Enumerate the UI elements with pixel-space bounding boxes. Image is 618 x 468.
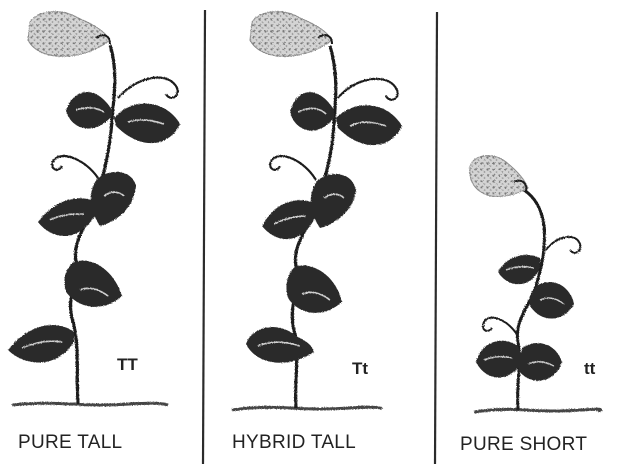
genotype-label: TT bbox=[117, 355, 138, 374]
plant-caption: PURE SHORT bbox=[460, 434, 587, 455]
genotype-label: Tt bbox=[352, 359, 368, 378]
genotype-label: tt bbox=[584, 359, 596, 378]
plant-caption: PURE TALL bbox=[18, 432, 122, 453]
plant-caption: HYBRID TALL bbox=[232, 432, 356, 453]
ground-line bbox=[12, 403, 168, 405]
